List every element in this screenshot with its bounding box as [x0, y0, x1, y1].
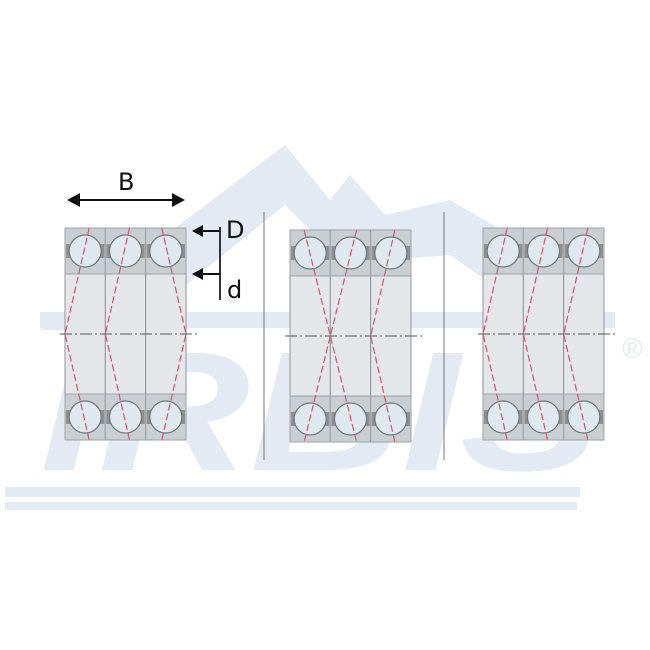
watermark-underline-1 [5, 487, 580, 497]
ball [68, 400, 102, 434]
ball [149, 400, 183, 434]
ball [108, 400, 143, 434]
arrangement-2 [285, 229, 425, 443]
ball [108, 234, 143, 268]
label-B: B [118, 168, 134, 196]
arrow-right-icon [172, 193, 185, 207]
contact-angle-line [303, 229, 331, 443]
ball [149, 234, 183, 268]
label-D: D [226, 216, 244, 244]
contact-angle-line [64, 227, 90, 441]
ball [526, 234, 561, 268]
label-d: d [227, 276, 242, 304]
ball [567, 400, 601, 434]
arrow-d-icon [192, 268, 203, 280]
ball [486, 234, 520, 268]
arrangement-1 [60, 227, 200, 441]
contact-angle-line [370, 229, 396, 443]
contact-angle-line [482, 227, 508, 441]
contact-angle-line [329, 229, 358, 443]
width-dimension: B [67, 168, 185, 207]
watermark-underline-2 [5, 502, 577, 510]
contact-angle-line [522, 227, 549, 441]
arrow-D-icon [192, 225, 203, 237]
contact-angle-line [161, 227, 187, 441]
registered-mark: ® [622, 333, 643, 364]
arrow-left-icon [67, 193, 80, 207]
arrangement-3 [478, 227, 615, 441]
ball [374, 236, 408, 270]
contact-angle-line [104, 227, 131, 441]
ball [374, 402, 408, 436]
ball [526, 400, 561, 434]
ball [486, 400, 520, 434]
diameter-dimension: D d [192, 216, 244, 304]
contact-angle-line [563, 227, 589, 441]
ball [68, 234, 102, 268]
ball [567, 234, 601, 268]
